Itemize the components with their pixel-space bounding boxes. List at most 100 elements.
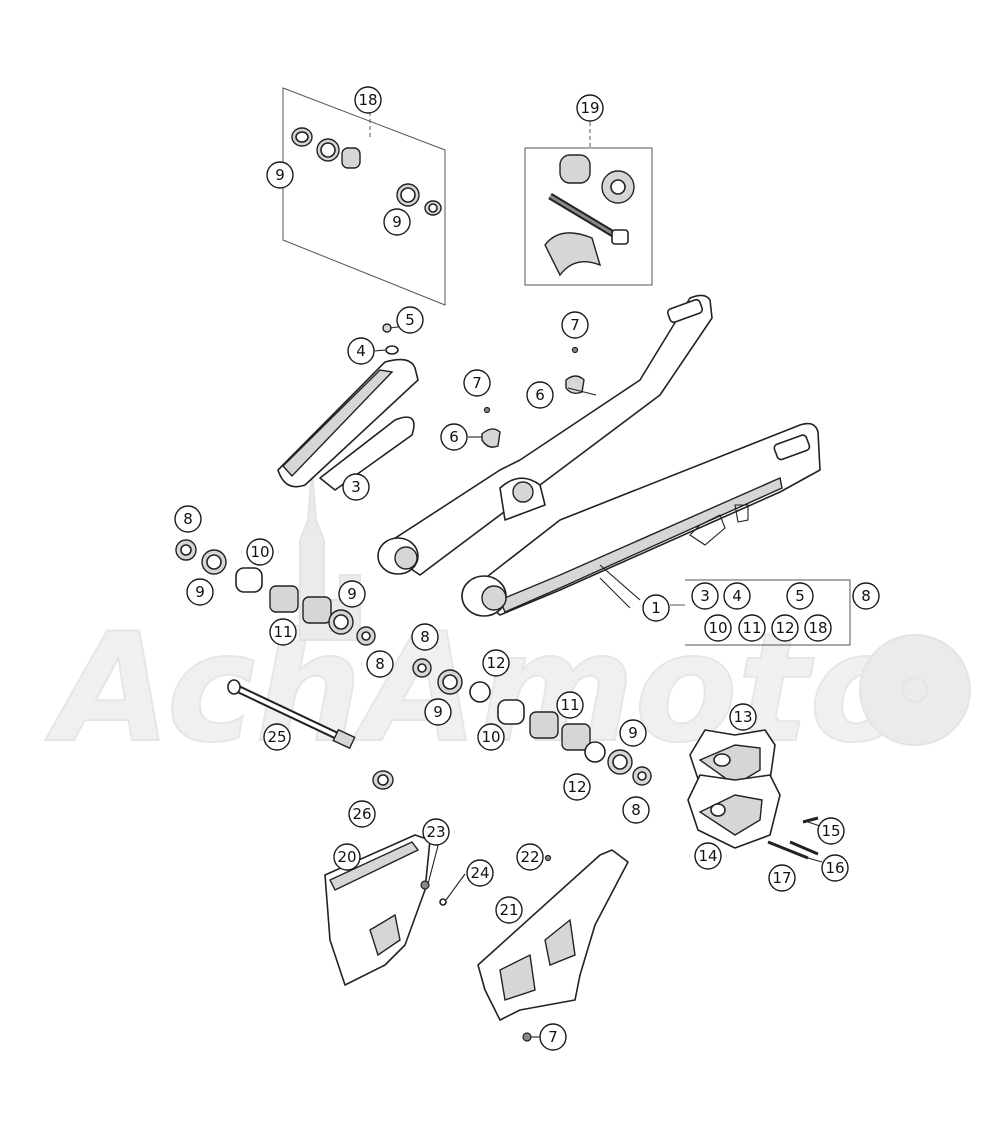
svg-text:6: 6 [535, 386, 545, 404]
svg-text:5: 5 [405, 311, 415, 329]
callout-13: 13 [729, 703, 757, 731]
svg-text:9: 9 [392, 213, 402, 231]
callout-11: 11 [556, 691, 584, 719]
svg-text:7: 7 [472, 374, 482, 392]
callout-21: 21 [495, 896, 523, 924]
svg-text:8: 8 [861, 587, 871, 605]
svg-text:5: 5 [795, 587, 805, 605]
svg-text:7: 7 [548, 1028, 558, 1046]
callout-12: 12 [563, 773, 591, 801]
callout-9: 9 [619, 719, 647, 747]
callout-7: 7 [561, 311, 589, 339]
kit-callout-11: 11 [738, 614, 766, 642]
kit-callout-5: 5 [786, 582, 814, 610]
svg-text:3: 3 [700, 587, 710, 605]
svg-text:23: 23 [426, 823, 445, 841]
bearing-kit-18-group [282, 87, 446, 306]
svg-text:9: 9 [433, 703, 443, 721]
svg-text:11: 11 [742, 619, 761, 637]
svg-text:20: 20 [337, 848, 356, 866]
callout-6: 6 [440, 423, 468, 451]
svg-text:9: 9 [347, 585, 357, 603]
svg-text:19: 19 [580, 99, 599, 117]
left-bearing-stack [175, 539, 376, 646]
svg-text:10: 10 [481, 728, 500, 746]
kit-callout-4: 4 [723, 582, 751, 610]
svg-text:17: 17 [772, 869, 791, 887]
svg-text:15: 15 [821, 822, 840, 840]
svg-text:26: 26 [352, 805, 371, 823]
callout-24: 24 [466, 859, 494, 887]
svg-text:12: 12 [567, 778, 586, 796]
kit-19-box [524, 147, 653, 286]
chain-guard-20 [324, 834, 447, 986]
repair-kit-19-group [524, 122, 653, 286]
svg-text:1: 1 [651, 599, 661, 617]
svg-text:22: 22 [520, 848, 539, 866]
callout-5: 5 [396, 306, 424, 334]
svg-text:25: 25 [267, 728, 286, 746]
svg-text:8: 8 [375, 655, 385, 673]
svg-text:4: 4 [356, 342, 366, 360]
callout-8: 8 [411, 623, 439, 651]
callout-3: 3 [342, 473, 370, 501]
pivot-bolt-25 [227, 679, 394, 790]
callout-17: 17 [768, 864, 796, 892]
svg-text:8: 8 [420, 628, 430, 646]
swingarm-1 [377, 294, 821, 617]
kit-callout-10: 10 [704, 614, 732, 642]
callout-19: 19 [576, 94, 604, 122]
callout-10: 10 [246, 538, 274, 566]
kit-callout-12: 12 [771, 614, 799, 642]
chain-guide-13-14 [687, 729, 819, 860]
callout-23: 23 [422, 818, 450, 846]
callout-9: 9 [383, 208, 411, 236]
callout-8: 8 [174, 505, 202, 533]
swingarm-kit-box [670, 579, 851, 646]
svg-text:16: 16 [825, 859, 844, 877]
svg-text:13: 13 [733, 708, 752, 726]
right-bearing-stack [412, 658, 652, 786]
callout-10: 10 [477, 723, 505, 751]
callout-18-top: 18 [354, 86, 382, 114]
kit-callout-8: 8 [852, 582, 880, 610]
callout-22: 22 [516, 843, 544, 871]
svg-text:8: 8 [631, 801, 641, 819]
callout-4: 4 [347, 337, 375, 365]
callout-20: 20 [333, 843, 361, 871]
svg-text:4: 4 [732, 587, 742, 605]
kit-18-box [282, 87, 446, 306]
kit-callout-3: 3 [691, 582, 719, 610]
callout-9: 9 [186, 578, 214, 606]
svg-text:3: 3 [351, 478, 361, 496]
svg-text:10: 10 [708, 619, 727, 637]
svg-text:18: 18 [808, 619, 827, 637]
svg-text:9: 9 [195, 583, 205, 601]
svg-text:6: 6 [449, 428, 459, 446]
callout-16: 16 [821, 854, 849, 882]
svg-text:24: 24 [470, 864, 489, 882]
callout-7: 7 [463, 369, 491, 397]
svg-text:18: 18 [358, 91, 377, 109]
callout-9: 9 [424, 698, 452, 726]
svg-text:11: 11 [560, 696, 579, 714]
chain-guard-21 [477, 849, 629, 1042]
svg-text:10: 10 [250, 543, 269, 561]
callout-25: 25 [263, 723, 291, 751]
callout-1: 1 [642, 594, 670, 622]
svg-text:9: 9 [275, 166, 285, 184]
chain-slider-3 [277, 323, 419, 491]
svg-text:14: 14 [698, 847, 717, 865]
callout-12: 12 [482, 649, 510, 677]
svg-text:12: 12 [486, 654, 505, 672]
callout-9: 9 [266, 161, 294, 189]
callout-8: 8 [366, 650, 394, 678]
kit-callout-18: 18 [804, 614, 832, 642]
callout-14: 14 [694, 842, 722, 870]
callout-6: 6 [526, 381, 554, 409]
svg-text:7: 7 [570, 316, 580, 334]
callout-labels: 18 9 9 19 5 4 7 7 6 6 3 8 9 10 11 9 8 1 … [174, 86, 880, 1051]
callout-26: 26 [348, 800, 376, 828]
svg-text:9: 9 [628, 724, 638, 742]
